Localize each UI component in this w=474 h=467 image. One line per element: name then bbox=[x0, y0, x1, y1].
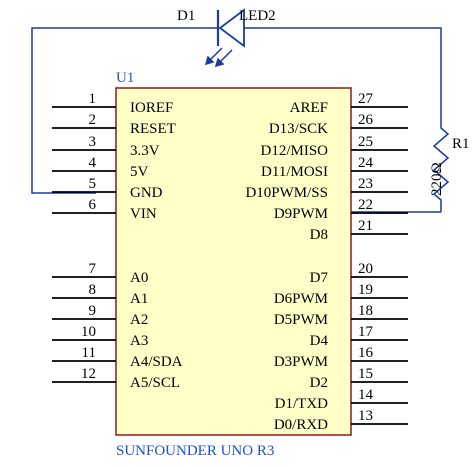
pin-name-right: D0/RXD bbox=[274, 417, 328, 433]
pin-name-right: D4 bbox=[310, 333, 329, 349]
pin-name-right: AREF bbox=[290, 100, 328, 116]
pin-number-right: 27 bbox=[358, 91, 374, 107]
pin-name-left: A4/SDA bbox=[130, 354, 183, 370]
resistor-zigzag bbox=[432, 120, 450, 212]
pin-number-left: 3 bbox=[89, 134, 97, 150]
pin-name-right: D12/MISO bbox=[260, 143, 328, 159]
pin-name-right: D3PWM bbox=[274, 354, 328, 370]
pin-name-left: A0 bbox=[130, 270, 148, 286]
pin-name-right: D1/TXD bbox=[275, 396, 328, 412]
pin-number-right: 22 bbox=[358, 197, 373, 213]
pin-name-left: GND bbox=[130, 185, 163, 201]
pin-number-left: 2 bbox=[89, 112, 97, 128]
pin-number-right: 15 bbox=[358, 366, 373, 382]
resistor-r1: R1 220Ω bbox=[429, 120, 470, 212]
pin-name-right: D10PWM/SS bbox=[245, 185, 328, 201]
pin-name-right: D11/MOSI bbox=[261, 164, 328, 180]
pin-number-left: 6 bbox=[89, 197, 97, 213]
pin-number-right: 14 bbox=[358, 387, 374, 403]
led-value: LED2 bbox=[239, 8, 276, 24]
pin-number-left: 5 bbox=[89, 176, 97, 192]
chip-designator: U1 bbox=[116, 70, 134, 86]
resistor-designator: R1 bbox=[452, 136, 470, 152]
pin-number-left: 4 bbox=[89, 155, 97, 171]
pin-number-right: 20 bbox=[358, 261, 373, 277]
resistor-value: 220Ω bbox=[429, 162, 445, 196]
pin-name-right: D8 bbox=[310, 227, 328, 243]
pin-number-right: 19 bbox=[358, 282, 373, 298]
pin-name-right: D6PWM bbox=[274, 291, 328, 307]
wire-led-to-resistor bbox=[244, 27, 442, 120]
chip-body-u1 bbox=[115, 87, 352, 436]
pin-number-left: 12 bbox=[81, 366, 96, 382]
pin-name-left: RESET bbox=[130, 121, 176, 137]
wiring bbox=[31, 27, 442, 213]
pin-number-right: 16 bbox=[358, 345, 374, 361]
pin-number-left: 1 bbox=[89, 91, 97, 107]
chip-footer-label: SUNFOUNDER UNO R3 bbox=[116, 443, 274, 459]
pin-name-left: 5V bbox=[130, 164, 149, 180]
pin-number-left: 7 bbox=[89, 261, 97, 277]
pin-name-right: D5PWM bbox=[274, 312, 328, 328]
pin-name-left: A2 bbox=[130, 312, 148, 328]
pin-number-right: 26 bbox=[358, 112, 374, 128]
pin-number-right: 21 bbox=[358, 218, 373, 234]
led-triangle bbox=[218, 8, 245, 48]
led-light-arrows-icon bbox=[204, 47, 233, 68]
pin-name-left: A3 bbox=[130, 333, 148, 349]
pin-number-left: 11 bbox=[82, 345, 96, 361]
pin-number-right: 24 bbox=[358, 155, 374, 171]
pin-name-right: D9PWM bbox=[274, 206, 328, 222]
pin-number-right: 25 bbox=[358, 134, 373, 150]
pin-number-left: 8 bbox=[89, 282, 97, 298]
pin-number-right: 23 bbox=[358, 176, 373, 192]
wire-gnd-to-led bbox=[31, 27, 218, 194]
led-designator: D1 bbox=[177, 8, 195, 24]
pin-number-left: 10 bbox=[81, 324, 96, 340]
pin-name-left: IOREF bbox=[130, 100, 173, 116]
pin-name-right: D2 bbox=[310, 375, 328, 391]
pin-name-left: 3.3V bbox=[130, 143, 160, 159]
pin-number-left: 9 bbox=[89, 303, 97, 319]
pin-number-right: 17 bbox=[358, 324, 374, 340]
pin-name-left: A1 bbox=[130, 291, 148, 307]
pin-number-right: 18 bbox=[358, 303, 373, 319]
pin-name-left: A5/SCL bbox=[130, 375, 180, 391]
pin-name-right: D13/SCK bbox=[269, 121, 328, 137]
led-d1: D1 LED2 bbox=[177, 8, 276, 68]
pin-number-right: 13 bbox=[358, 408, 373, 424]
pin-name-right: D7 bbox=[310, 270, 329, 286]
pin-name-left: VIN bbox=[130, 206, 157, 222]
